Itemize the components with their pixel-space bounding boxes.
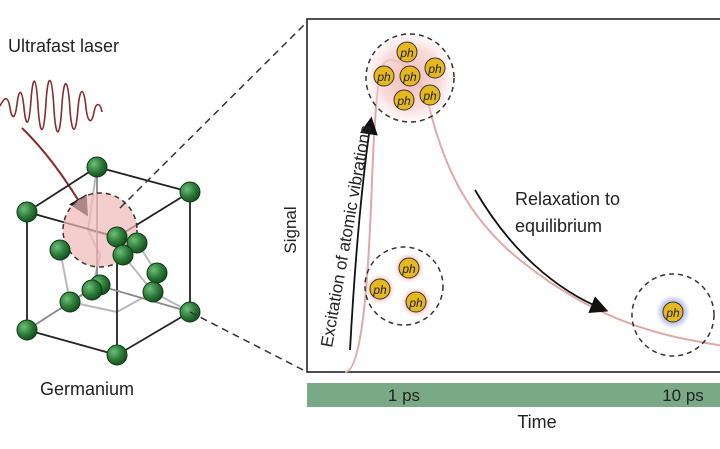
svg-text:ph: ph — [665, 306, 680, 320]
atom — [126, 232, 148, 254]
atom — [106, 344, 128, 366]
germanium-atoms — [16, 156, 201, 366]
laser-label: Ultrafast laser — [8, 36, 119, 56]
phonon: ph — [396, 41, 418, 63]
phonon-cluster-equilibrium: ph — [631, 273, 715, 357]
laser-spot-outline — [62, 192, 138, 268]
atom — [81, 279, 103, 301]
relaxation-arrow — [474, 189, 609, 314]
atom — [86, 156, 108, 178]
atom — [112, 244, 134, 266]
atom — [16, 201, 38, 223]
svg-text:ph: ph — [401, 262, 416, 276]
relaxation-label-line1: Relaxation to — [515, 189, 620, 209]
atom — [16, 319, 38, 341]
svg-text:ph: ph — [399, 46, 414, 60]
zoom-line-top — [119, 21, 308, 209]
laser-beam-arrow — [21, 127, 89, 217]
phonon-cluster-initial: ph ph ph — [364, 246, 444, 326]
atom — [146, 262, 168, 284]
x-axis-label: Time — [517, 412, 556, 432]
atom — [59, 291, 81, 313]
plot-frame — [306, 18, 720, 373]
phonon-cluster-hot: ph ph ph ph ph ph — [365, 33, 455, 123]
laser-wave — [0, 79, 103, 133]
phonon: ph — [393, 89, 415, 111]
phonon: ph — [405, 291, 427, 313]
time-tick-1ps: 1 ps — [388, 386, 420, 405]
phonon: ph — [662, 301, 684, 323]
phonon: ph — [424, 57, 446, 79]
phonon: ph — [399, 65, 421, 87]
phonon: ph — [373, 65, 395, 87]
phonon: ph — [398, 257, 420, 279]
svg-text:ph: ph — [372, 283, 387, 297]
zoom-line-bottom — [189, 311, 308, 373]
y-axis-label: Signal — [281, 206, 300, 253]
svg-text:ph: ph — [408, 296, 423, 310]
svg-text:ph: ph — [396, 94, 411, 108]
time-tick-10ps: 10 ps — [662, 386, 704, 405]
time-bar — [307, 383, 720, 407]
material-label: Germanium — [40, 379, 134, 399]
svg-text:ph: ph — [376, 70, 391, 84]
atom — [142, 281, 164, 303]
atom — [106, 226, 128, 248]
excitation-label: Excitation of atomic vibrations — [317, 124, 375, 349]
atom — [49, 239, 71, 261]
svg-text:ph: ph — [402, 70, 417, 84]
svg-text:ph: ph — [422, 89, 437, 103]
excitation-arrow — [349, 116, 378, 351]
phonon: ph — [369, 278, 391, 300]
svg-text:ph: ph — [427, 62, 442, 76]
atom — [179, 181, 201, 203]
relaxation-label-line2: equilibrium — [515, 216, 602, 236]
phonon: ph — [419, 84, 441, 106]
